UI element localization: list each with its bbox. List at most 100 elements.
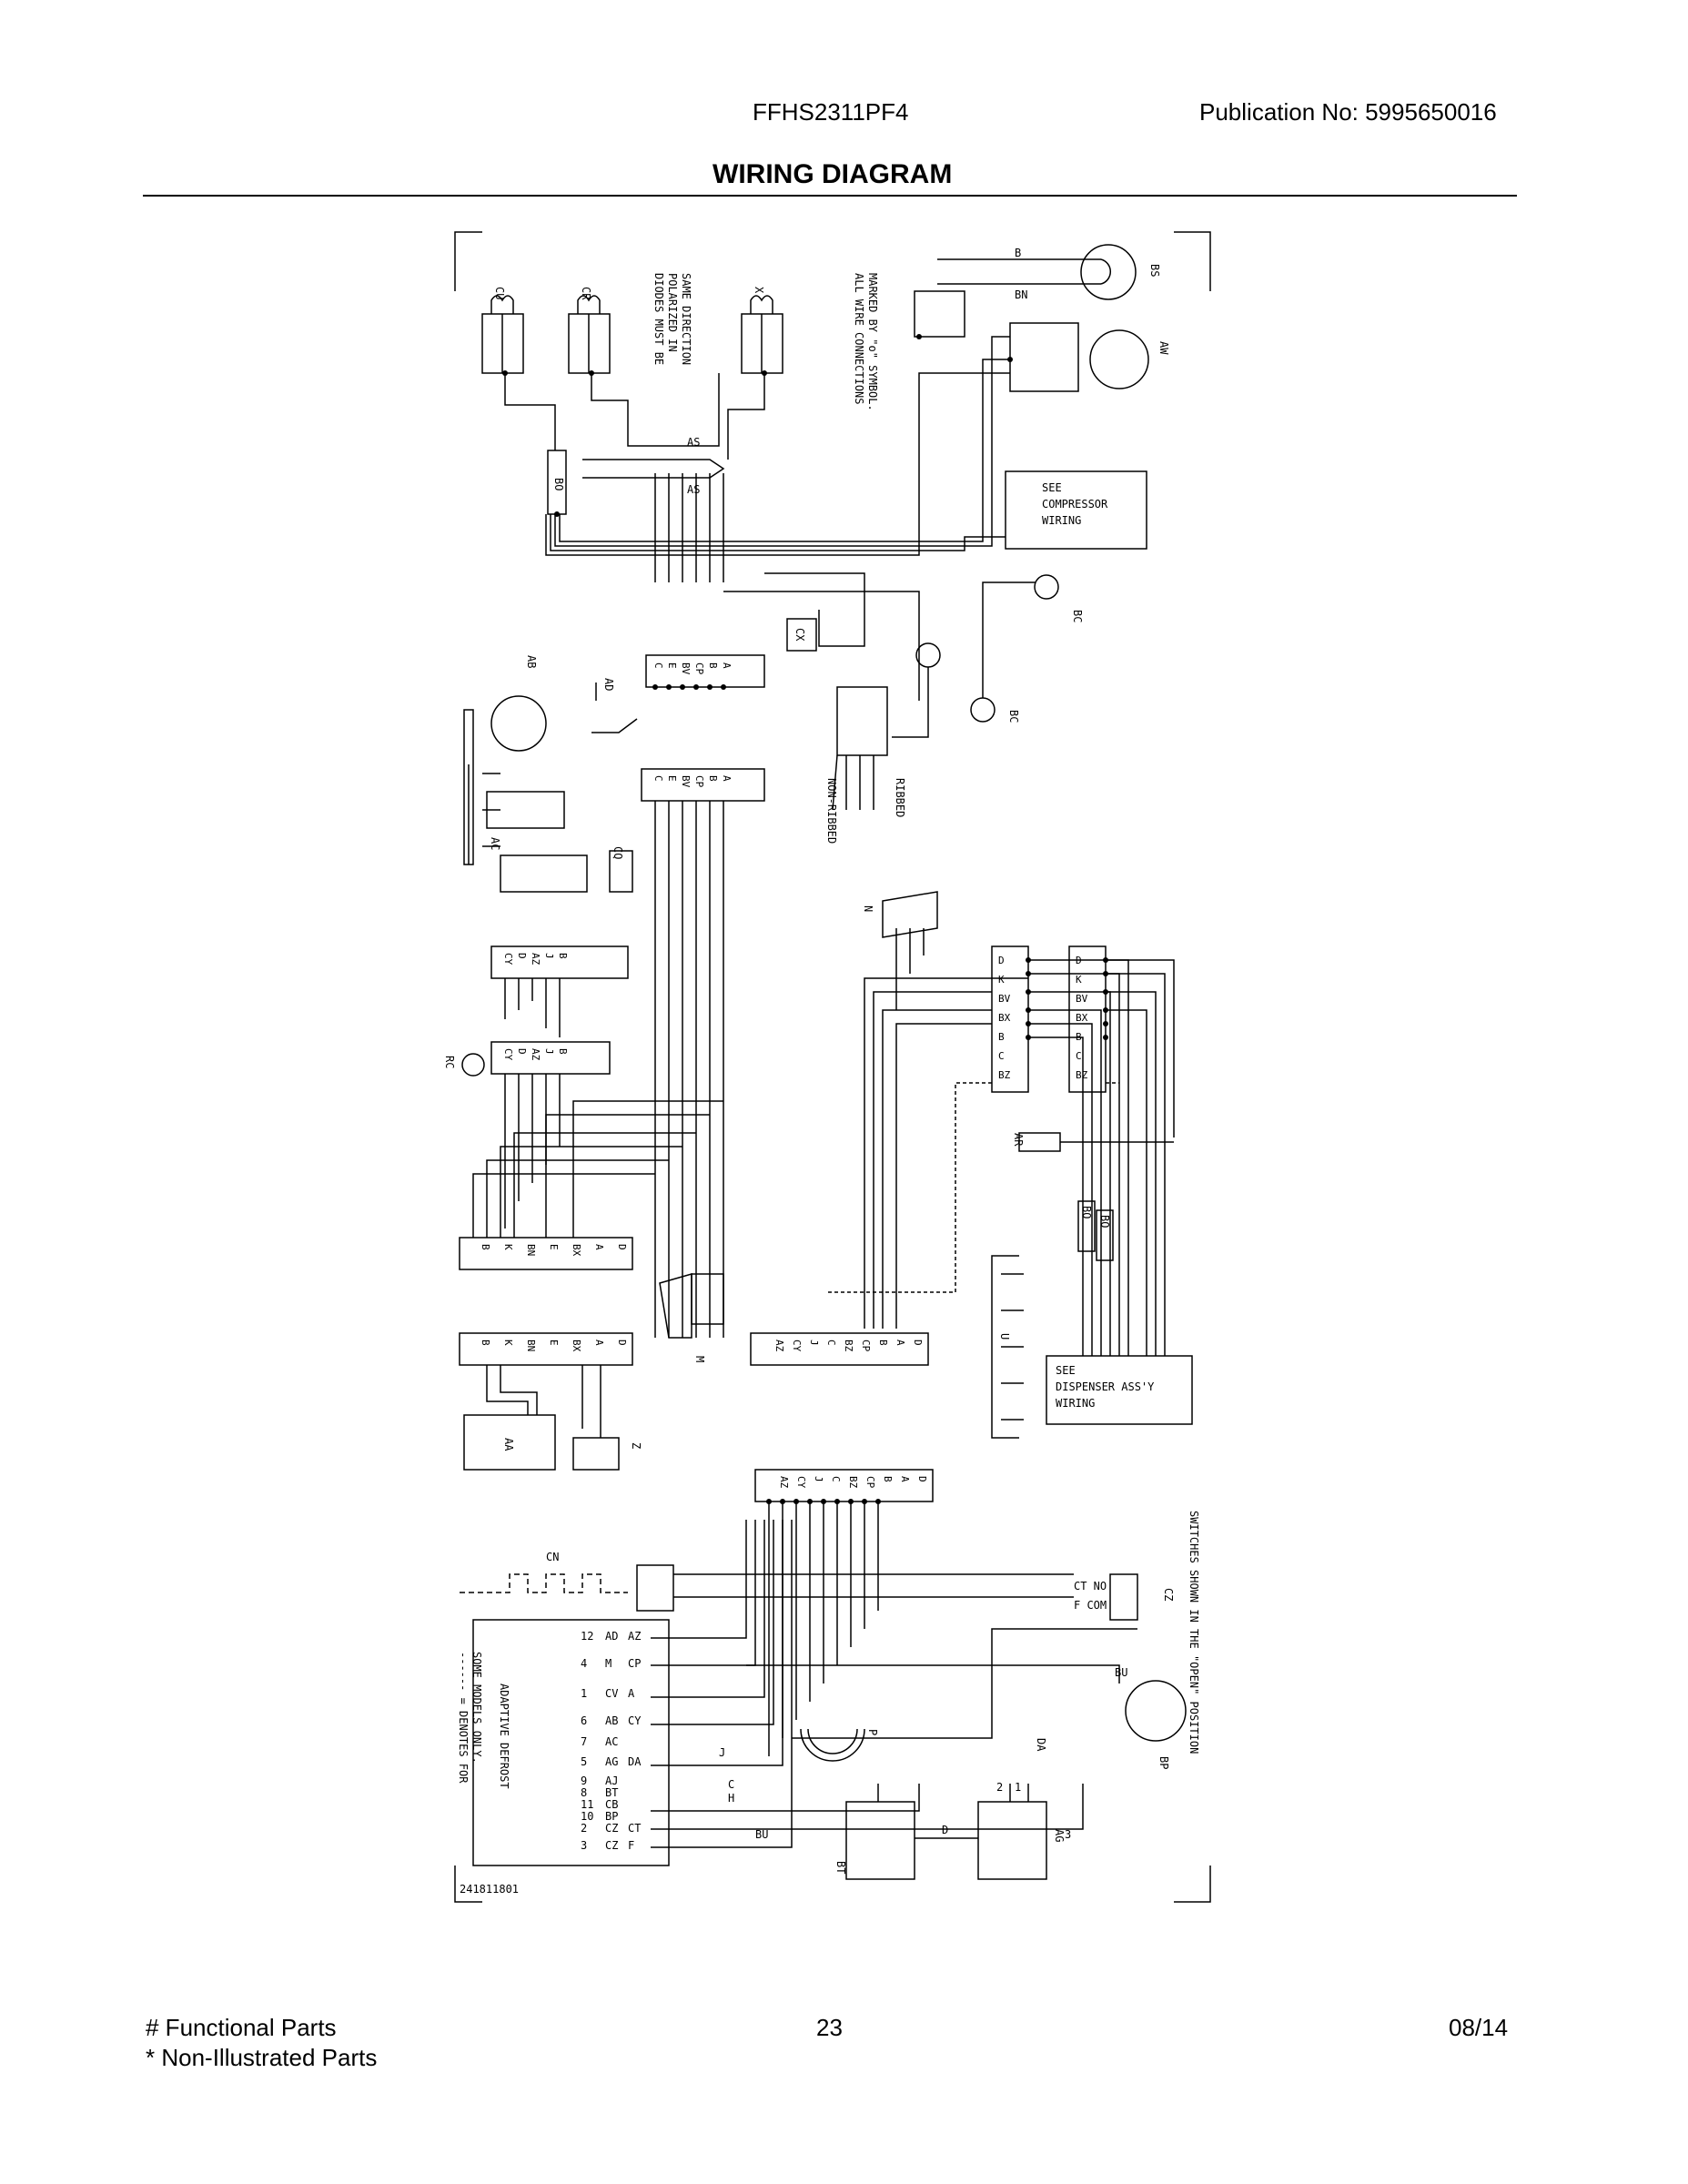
pin-right_left-2: BV [998,993,1011,1005]
label-nonribbed: NON-RIBBED [825,778,838,844]
pin-right_left-4: B [998,1031,1005,1043]
pin-ac_connector-4: CY [502,953,514,966]
page-title: WIRING DIAGRAM [713,159,953,189]
label-h: H [728,1792,734,1805]
label-cu: CU [493,287,506,299]
pin-mid_connector-2: CP [693,775,705,788]
publication-number: Publication No: 5995650016 [1199,98,1497,126]
label-bp: BP [1157,1756,1170,1769]
label-cx: CX [793,628,806,642]
adaptive-pin-number: 7 [581,1735,587,1748]
label-n: N [862,905,874,912]
adaptive-pin-name: AB [605,1714,618,1727]
pin-right_right-2: BV [1076,993,1088,1005]
pin-top_connector-2: CP [693,662,705,675]
note-dispenser-2: DISPENSER ASS'Y [1056,1380,1155,1393]
pin-center_conn-8: AZ [773,1340,785,1352]
adaptive-pin-wire: A [628,1687,635,1700]
label-d: D [942,1824,948,1836]
label-bo: BO [552,478,565,490]
note-connections-1: ALL WIRE CONNECTIONS [853,273,865,405]
adaptive-pin-number: 10 [581,1810,593,1823]
pin-right_left-3: BX [998,1012,1011,1024]
pin-left_conn1-1: A [593,1244,605,1250]
note-dispenser-3: WIRING [1056,1397,1095,1410]
pin-rc_connector-0: B [557,1048,569,1055]
note-diodes-3: SAME DIRECTION [680,273,692,365]
label-ar: AR [1012,1133,1025,1147]
label-as-top: AS [687,436,700,449]
label-da: DA [1035,1738,1047,1752]
functional-parts-note: # Functional Parts [146,2014,337,2041]
label-pin-3: 3 [1065,1828,1071,1841]
pin-center_conn-0: D [912,1340,924,1346]
adaptive-pin-number: 9 [581,1774,587,1787]
pin-right_left-5: C [998,1050,1005,1062]
adaptive-pin-number: 4 [581,1657,587,1670]
non-illustrated-note: * Non-Illustrated Parts [146,2044,378,2071]
adaptive-pin-name: AJ [605,1774,618,1787]
label-u: U [998,1333,1011,1340]
revision-date: 08/14 [1449,2014,1509,2041]
note-diodes-1: DIODES MUST BE [652,273,665,365]
pin-right_right-4: B [1076,1031,1082,1043]
adaptive-pin-name: BT [605,1786,618,1799]
pin-right_left-1: K [998,974,1005,986]
label-bo-2: BO [1098,1215,1111,1228]
adaptive-pin-name: CB [605,1798,618,1811]
note-compressor-1: SEE [1042,481,1062,494]
pin-left_conn2-6: B [480,1340,491,1346]
adaptive-pin-name: AG [605,1755,618,1768]
pin-rc_connector-2: AZ [530,1048,541,1061]
pin-right_right-5: C [1076,1050,1082,1062]
pin-lower_conn-2: B [882,1476,894,1482]
label-z: Z [630,1442,642,1449]
header-rule [143,195,1517,197]
label-bc-bottom: BC [1007,710,1020,723]
adaptive-pin-wire: CP [628,1657,641,1670]
pin-left_conn2-0: D [616,1340,628,1346]
pin-lower_conn-3: CP [864,1476,876,1489]
note-adaptive: ADAPTIVE DEFROST [498,1684,510,1789]
label-m: M [693,1356,706,1362]
adaptive-pin-wire: F [628,1839,634,1852]
pin-ac_connector-2: AZ [530,953,541,966]
pin-center_conn-4: BZ [843,1340,854,1352]
adaptive-pin-number: 8 [581,1786,587,1799]
pin-top_connector-3: BV [680,662,692,675]
adaptive-pin-number: 3 [581,1839,587,1852]
label-cz: CZ [1162,1588,1175,1601]
pin-center_conn-1: A [895,1340,906,1346]
note-compressor-2: COMPRESSOR [1042,498,1108,511]
label-pin-2: 2 [996,1781,1003,1794]
adaptive-pin-wire: CT [628,1822,641,1835]
label-ab: AB [525,655,538,668]
adaptive-pin-wire: DA [628,1755,642,1768]
pin-mid_connector-0: A [721,775,733,782]
label-cq: CQ [612,846,624,859]
pin-left_conn1-6: B [480,1244,491,1250]
label-ac: AC [489,837,501,850]
pin-left_conn1-0: D [616,1244,628,1250]
pin-right_right-0: D [1076,955,1082,966]
note-dispenser-1: SEE [1056,1364,1076,1377]
pin-left_conn2-1: A [593,1340,605,1346]
note-switches: SWITCHES SHOWN IN THE "OPEN" POSITION [1188,1511,1200,1754]
note-diodes-2: POLARIZED IN [666,273,679,352]
adaptive-pin-number: 2 [581,1822,587,1835]
label-bn: BN [1015,288,1027,301]
adaptive-pin-wire: CY [628,1714,642,1727]
pin-center_conn-3: CP [860,1340,872,1352]
pin-left_conn1-3: E [548,1244,560,1250]
label-bt: BT [834,1861,847,1874]
adaptive-pin-number: 11 [581,1798,593,1811]
pin-center_conn-5: C [825,1340,837,1346]
label-cr: CR [580,287,592,300]
label-bu: BU [1115,1666,1127,1679]
pin-ac_connector-1: J [543,953,555,959]
pin-rc_connector-1: J [543,1048,555,1055]
pin-right_left-0: D [998,955,1005,966]
pin-top_connector-5: C [652,662,664,669]
pin-right_right-6: BZ [1076,1069,1088,1081]
adaptive-pin-name: M [605,1657,612,1670]
